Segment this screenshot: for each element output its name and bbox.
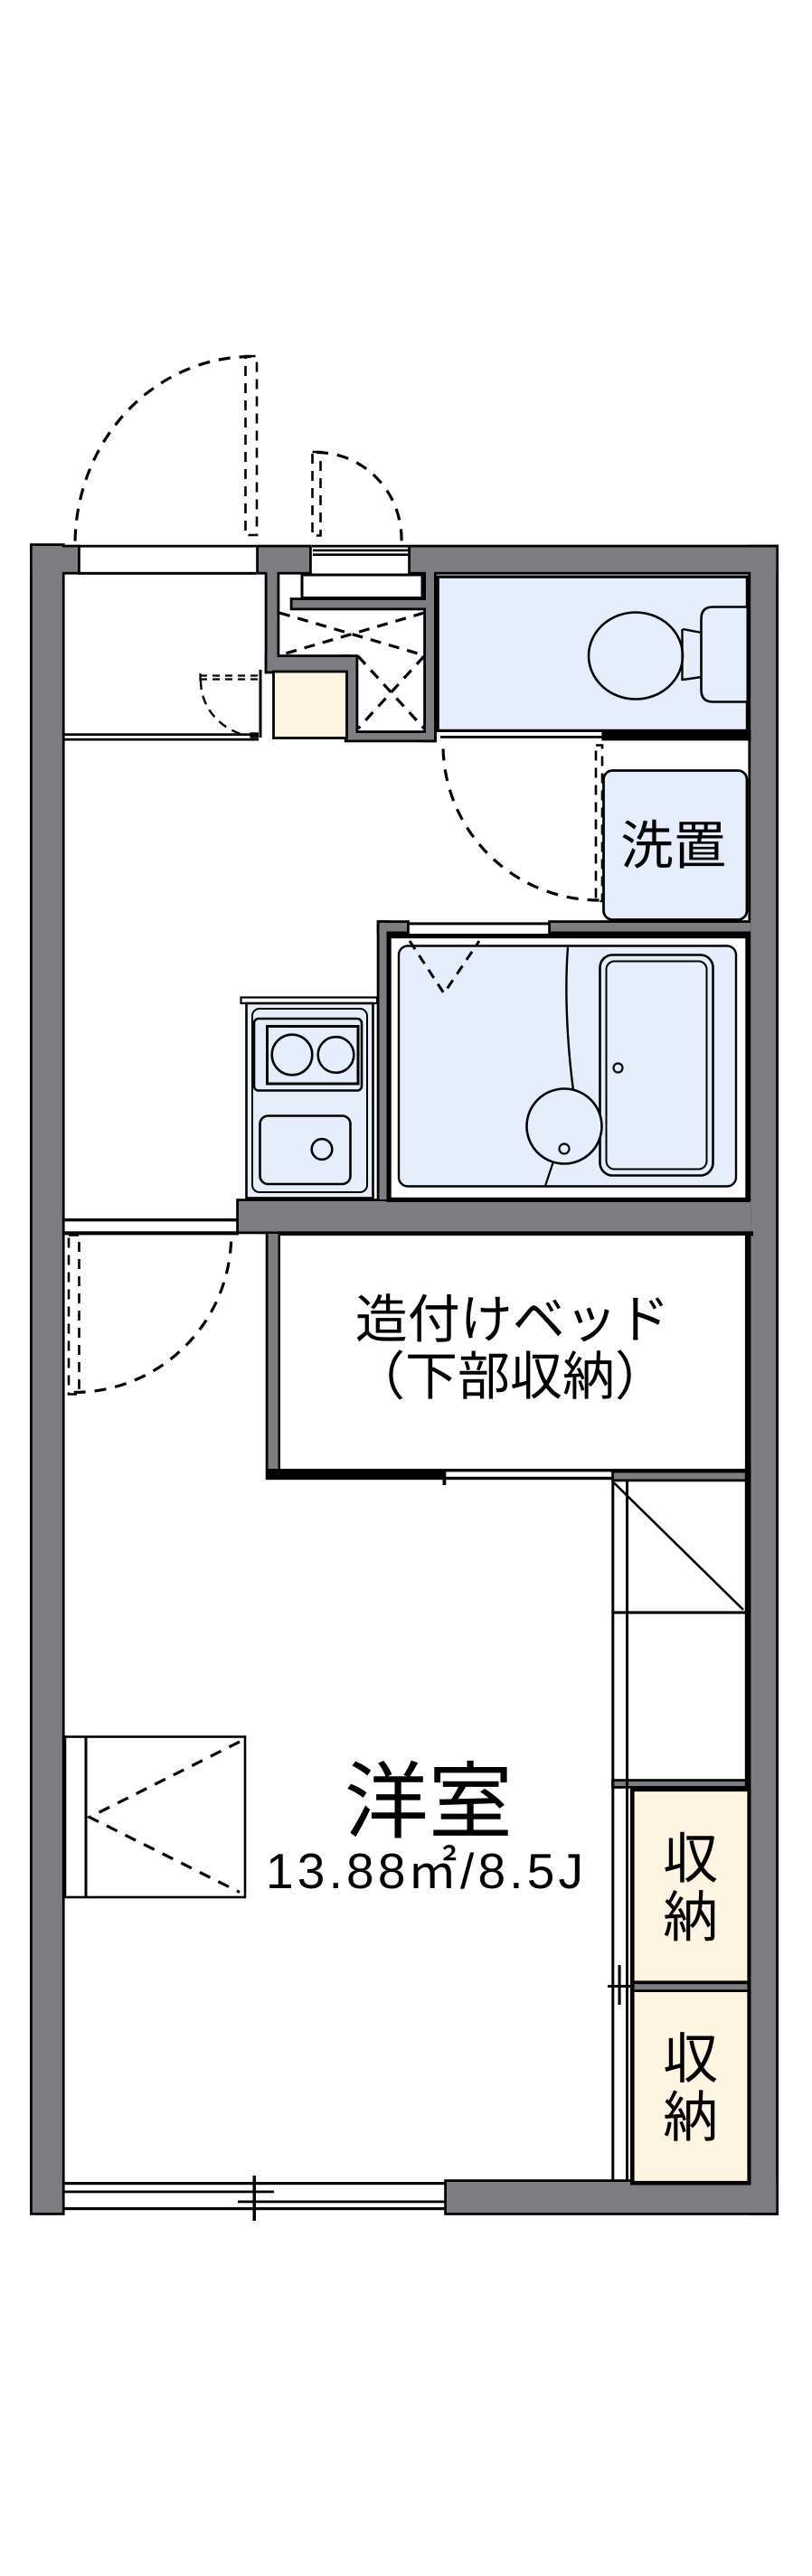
svg-text:13.88: 13.88 (266, 1843, 410, 1899)
svg-text:/8.5J: /8.5J (460, 1843, 587, 1899)
